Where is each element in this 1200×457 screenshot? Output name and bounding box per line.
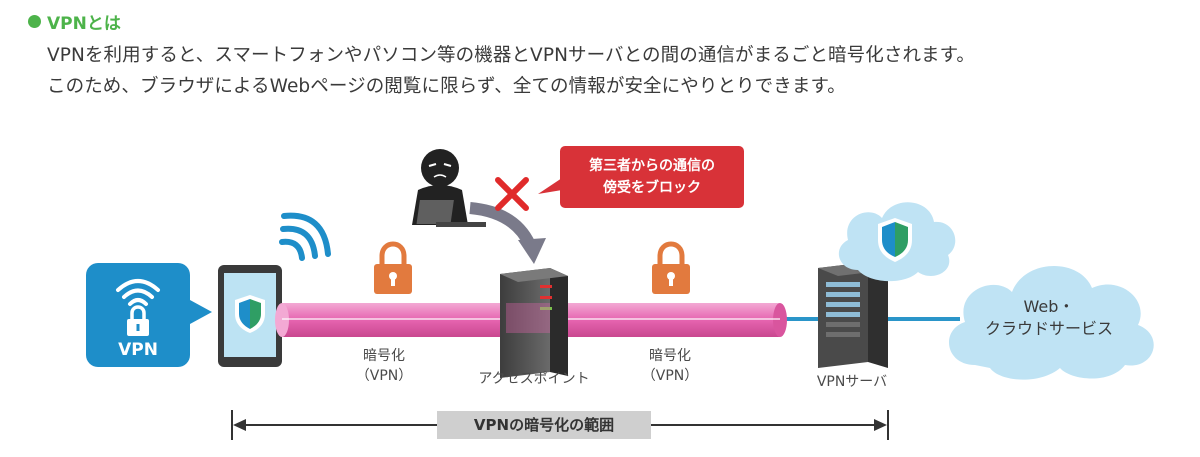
encrypt-left-line-1: 暗号化 — [363, 348, 405, 364]
interception-arrow-icon — [469, 202, 546, 264]
cloud-label: Web・ クラウドサービス — [964, 296, 1134, 340]
lock-left-icon — [374, 241, 412, 294]
wifi-signal-icon — [279, 212, 331, 261]
vpn-app-icon — [86, 263, 190, 367]
section-heading-text: VPNとは — [47, 14, 121, 34]
access-point-icon — [500, 268, 568, 378]
vpn-server-label: VPNサーバ — [816, 374, 888, 390]
server-shield-icon — [878, 218, 912, 262]
description-line-2: このため、ブラウザによるWebページの閲覧に限らず、全ての情報が安全にやりとりで… — [47, 76, 846, 97]
encrypt-left-line-2: （VPN） — [355, 368, 413, 384]
hacker-icon — [412, 149, 486, 227]
encrypt-right-label: 暗号化 （VPN） — [630, 346, 710, 386]
app-pointer — [190, 300, 212, 324]
callout-line-1: 第三者からの通信の — [589, 158, 715, 174]
cloud-label-line-1: Web・ — [1023, 297, 1075, 316]
callout-line-2: 傍受をブロック — [603, 180, 701, 196]
encrypt-right-line-2: （VPN） — [641, 368, 699, 384]
description: VPNを利用すると、スマートフォンやパソコン等の機器とVPNサーバとの間の通信が… — [47, 40, 1197, 102]
blocked-cross-icon — [495, 177, 529, 211]
callout-pointer — [538, 178, 562, 194]
web-cloud-icon — [948, 265, 1154, 380]
encrypt-left-label: 暗号化 （VPN） — [344, 346, 424, 386]
lock-right-icon — [652, 241, 690, 294]
encrypt-right-line-1: 暗号化 — [649, 348, 691, 364]
access-point-label: アクセスポイント — [478, 371, 590, 387]
vpn-app-label: VPN — [118, 340, 158, 360]
cloud-label-line-2: クラウドサービス — [984, 319, 1113, 338]
description-line-1: VPNを利用すると、スマートフォンやパソコン等の機器とVPNサーバとの間の通信が… — [47, 45, 975, 66]
section-heading: VPNとは — [28, 9, 121, 34]
interception-callout: 第三者からの通信の 傍受をブロック — [560, 146, 744, 208]
encryption-range-label: VPNの暗号化の範囲 — [437, 411, 651, 439]
bullet-dot-icon — [28, 15, 41, 28]
smartphone-icon — [218, 265, 282, 367]
